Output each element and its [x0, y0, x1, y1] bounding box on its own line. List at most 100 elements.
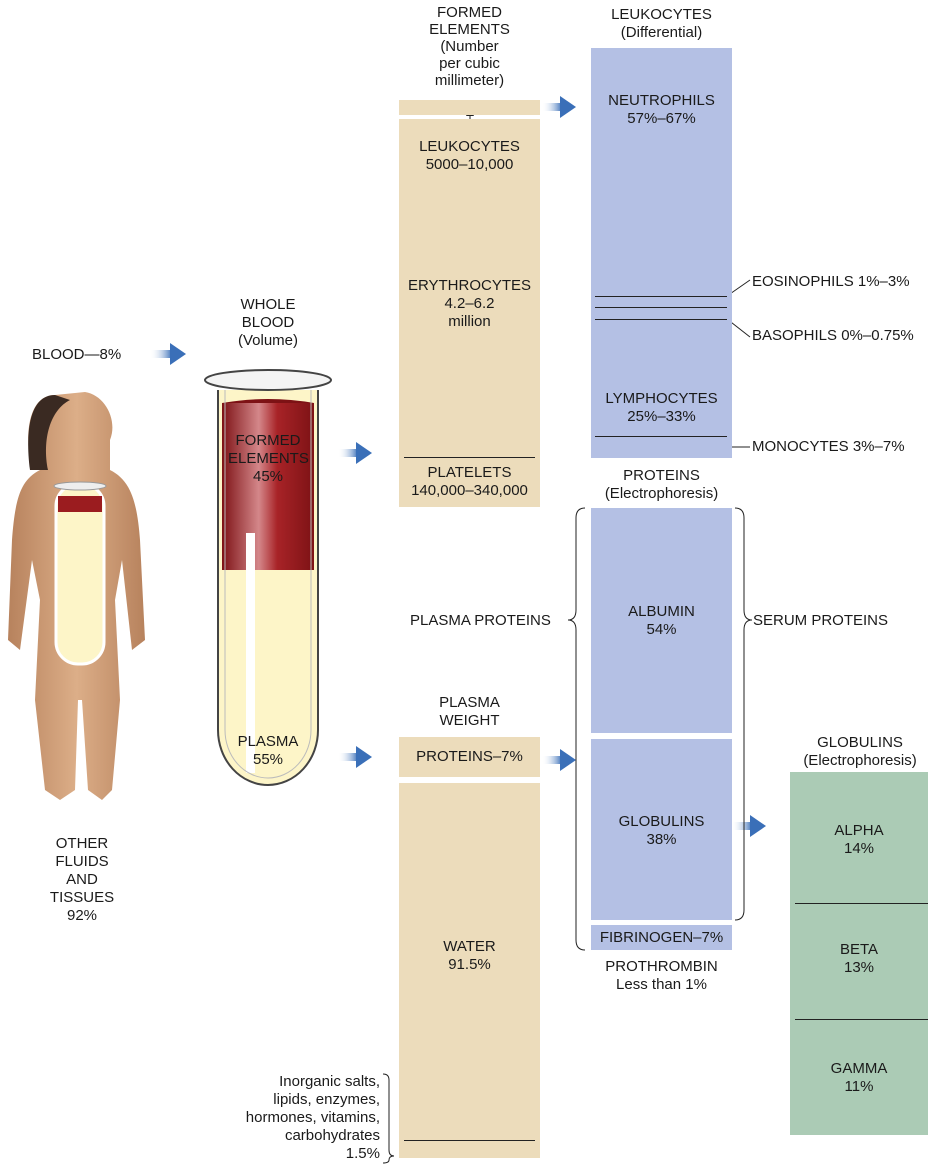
- value: 4.2–6.2: [444, 295, 495, 312]
- value: 25%–33%: [627, 408, 696, 425]
- label: ALBUMIN: [628, 603, 695, 620]
- other-solutes: Inorganic salts,lipids, enzymes,hormones…: [230, 1073, 380, 1163]
- formed-elements-column: [399, 119, 540, 507]
- arrow-icon: [732, 815, 766, 837]
- plasma-proteins-brace: [567, 507, 586, 951]
- header-line: millimeter): [434, 72, 505, 89]
- header-line: ELEMENTS: [429, 21, 510, 38]
- value: 140,000–340,000: [411, 482, 528, 499]
- globulins-box: [591, 739, 732, 920]
- whole-blood-title: WHOLE BLOOD(Volume): [218, 296, 318, 350]
- label: PROTHROMBIN: [605, 958, 718, 975]
- line: hormones, vitamins,: [245, 1109, 380, 1126]
- line: carbohydrates: [284, 1127, 380, 1144]
- label: PLATELETS: [427, 464, 512, 481]
- label: PLASMA: [439, 694, 500, 711]
- test-tube-illustration: [204, 369, 332, 786]
- other-solutes-brace: [382, 1073, 395, 1164]
- label: WATER: [443, 938, 496, 955]
- label: (Differential): [620, 24, 703, 41]
- value: 57%–67%: [627, 110, 696, 127]
- plasma-proteins-label: PLASMA PROTEINS: [410, 612, 551, 629]
- line: Inorganic salts,: [279, 1073, 380, 1090]
- divider: [795, 903, 928, 904]
- divider: [595, 307, 727, 308]
- arrow-icon: [542, 96, 576, 118]
- value: 13%: [843, 959, 875, 976]
- label: GLOBULINS: [817, 734, 903, 751]
- other-line: FLUIDS: [55, 853, 109, 870]
- arrow-icon: [338, 442, 372, 464]
- value: Less than 1%: [616, 976, 707, 993]
- fibrinogen-box: FIBRINOGEN–7%: [591, 925, 732, 950]
- value: million: [448, 313, 491, 330]
- tube-formed-text: FORMED ELEMENTS: [228, 432, 309, 467]
- value: 14%: [843, 840, 875, 857]
- line: lipids, enzymes,: [273, 1091, 380, 1108]
- label: GLOBULINS: [618, 813, 705, 830]
- divider: [404, 1140, 535, 1141]
- line: 1.5%: [345, 1145, 380, 1162]
- label: ALPHA: [834, 822, 884, 839]
- albumin-box: [591, 508, 732, 733]
- leukocytes-header: LEUKOCYTES(Differential): [591, 6, 732, 42]
- label: NEUTROPHILS: [608, 92, 715, 109]
- header-line: (Number: [440, 38, 499, 55]
- serum-proteins-label: SERUM PROTEINS: [753, 612, 889, 629]
- arrow-icon: [150, 343, 186, 365]
- label: BETA: [839, 941, 879, 958]
- globulins-column: [790, 772, 928, 1135]
- leukocytes-column: [591, 48, 732, 458]
- label: PROTEINS: [623, 467, 700, 484]
- label: GAMMA: [830, 1060, 888, 1077]
- header-line: FORMED: [437, 4, 502, 21]
- label: ERYTHROCYTES: [407, 277, 532, 294]
- value: 38%: [646, 831, 677, 848]
- value: 11%: [844, 1078, 874, 1095]
- label: (Electrophoresis): [803, 752, 917, 769]
- label: LEUKOCYTES: [611, 6, 712, 23]
- other-pct: 92%: [66, 907, 98, 924]
- label: LEUKOCYTES: [419, 138, 520, 155]
- blood-label: BLOOD—8%: [32, 346, 122, 363]
- water-column: [399, 783, 540, 1158]
- value: 54%: [646, 621, 677, 638]
- eosinophils-label: EOSINOPHILS 1%–3%: [752, 273, 910, 290]
- proteins-header: PROTEINS(Electrophoresis): [591, 467, 732, 503]
- proteins-box: PROTEINS–7%: [399, 737, 540, 777]
- divider: [595, 436, 727, 437]
- divider: [404, 457, 535, 458]
- whole-blood-subtitle: (Volume): [237, 332, 299, 349]
- tube-plasma-text: PLASMA: [237, 733, 299, 750]
- other-line: AND: [66, 871, 98, 888]
- whole-blood-title-text: WHOLE BLOOD: [240, 296, 296, 331]
- value: 5000–10,000: [425, 156, 514, 173]
- serum-proteins-brace: [734, 507, 753, 921]
- divider: [795, 1019, 928, 1020]
- value: 91.5%: [448, 956, 491, 973]
- leukocytes-strip: [399, 100, 540, 115]
- basophils-label: BASOPHILS 0%–0.75%: [752, 327, 914, 344]
- other-line: OTHER: [55, 835, 109, 852]
- arrow-icon: [338, 746, 372, 768]
- arrow-icon: [542, 749, 576, 771]
- header-line: per cubic: [439, 55, 500, 72]
- other-line: TISSUES: [49, 889, 115, 906]
- globulins-header: GLOBULINS(Electrophoresis): [780, 734, 932, 770]
- human-figure-illustration: [8, 392, 145, 800]
